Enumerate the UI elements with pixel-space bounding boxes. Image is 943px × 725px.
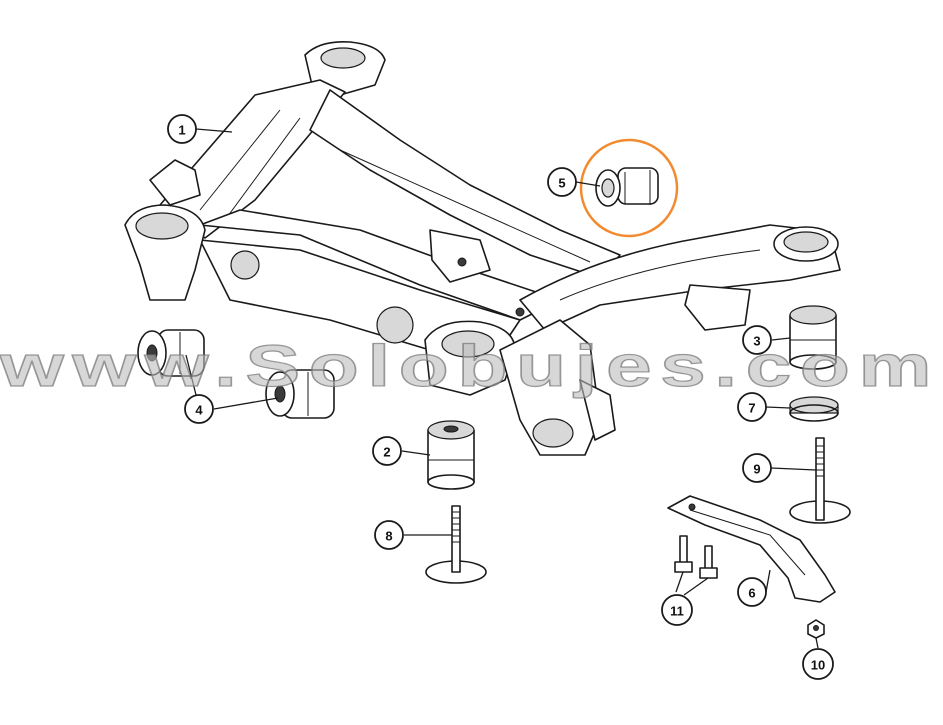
callout-9: 9 [742,453,772,483]
svg-text:7: 7 [748,401,755,416]
bolt-9 [789,437,851,524]
bushing-4a [137,329,205,377]
nut-10 [807,619,825,639]
bushing-4b [265,369,335,419]
highlight-circle [579,138,679,238]
subframe [124,40,841,456]
bolt-8 [425,505,487,584]
svg-text:9: 9 [753,462,760,477]
bushing-5 [579,138,679,238]
callout-7: 7 [737,392,767,422]
leader-lines [185,128,819,649]
bushing-2 [427,420,475,490]
callout-3: 3 [742,325,772,355]
svg-text:8: 8 [385,529,392,544]
washer-7 [789,396,839,422]
svg-text:2: 2 [383,445,390,460]
callout-6: 6 [737,577,767,607]
bolts-11 [674,535,718,579]
svg-text:11: 11 [670,604,684,619]
svg-text:10: 10 [811,658,825,673]
svg-text:4: 4 [195,403,203,418]
svg-text:5: 5 [558,176,565,191]
callout-11: 11 [661,594,693,626]
callout-8: 8 [374,520,404,550]
callout-5: 5 [547,167,577,197]
svg-text:6: 6 [748,586,755,601]
callout-2: 2 [372,436,402,466]
svg-text:3: 3 [753,334,760,349]
callout-1: 1 [167,114,197,144]
callout-4: 4 [184,394,214,424]
svg-text:1: 1 [178,123,185,138]
bracket-6 [667,495,836,603]
watermark: www.Solobujes.com [0,334,940,399]
callout-10: 10 [802,648,834,680]
bushing-3 [789,305,837,370]
